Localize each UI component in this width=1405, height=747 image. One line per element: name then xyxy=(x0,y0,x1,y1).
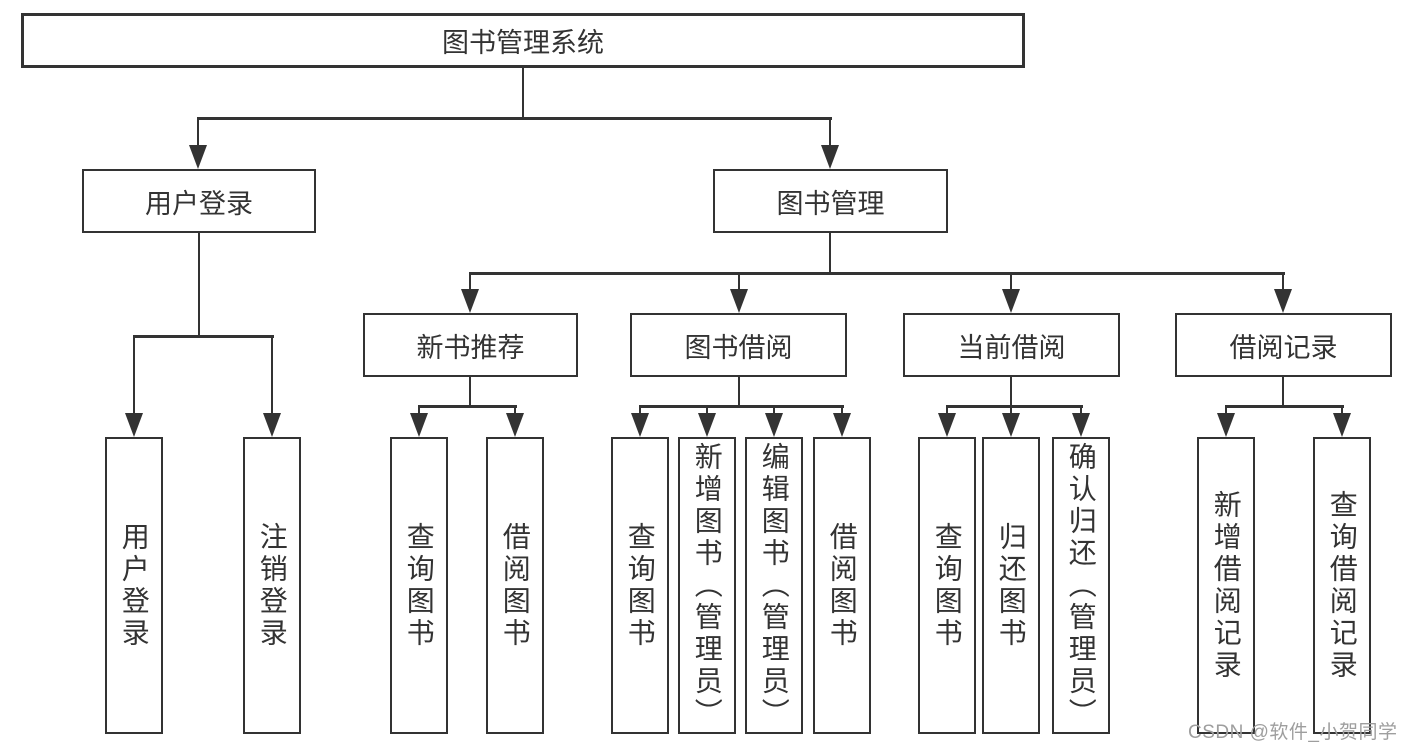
connector-line xyxy=(417,405,421,415)
leaf-label: 查询图书 xyxy=(931,521,963,650)
connector-line xyxy=(737,272,741,290)
arrowhead-down-icon xyxy=(1002,289,1020,313)
connector-line xyxy=(468,272,472,290)
leaf-confirm-return-admin: 确认归还（管理员） xyxy=(1052,437,1110,734)
connector-line xyxy=(828,117,832,146)
node-borrow-records: 借阅记录 xyxy=(1175,313,1392,377)
connector-line xyxy=(1009,375,1013,407)
arrowhead-down-icon xyxy=(1002,413,1020,437)
arrowhead-down-icon xyxy=(461,289,479,313)
connector-line xyxy=(1281,375,1285,407)
leaf-borrow-books-1: 借阅图书 xyxy=(486,437,544,734)
leaf-label: 用户登录 xyxy=(118,521,150,650)
connector-line xyxy=(196,117,832,120)
leaf-label: 借阅图书 xyxy=(826,521,858,650)
connector-line xyxy=(828,231,832,274)
node-label: 图书管理系统 xyxy=(442,28,604,58)
arrowhead-down-icon xyxy=(125,413,143,437)
arrowhead-down-icon xyxy=(698,413,716,437)
leaf-query-books-3: 查询图书 xyxy=(918,437,976,734)
node-label: 新书推荐 xyxy=(416,332,525,363)
leaf-label: 查询图书 xyxy=(624,521,656,650)
connector-line xyxy=(638,405,642,415)
leaf-label: 新增图书（管理员） xyxy=(691,441,723,730)
connector-line xyxy=(840,405,844,415)
node-label: 借阅记录 xyxy=(1229,332,1338,363)
arrowhead-down-icon xyxy=(765,413,783,437)
watermark: CSDN @软件_小贺同学 xyxy=(1188,722,1398,743)
leaf-label: 确认归还（管理员） xyxy=(1065,441,1097,730)
leaf-user-login: 用户登录 xyxy=(105,437,163,734)
node-user-login: 用户登录 xyxy=(82,169,316,233)
arrowhead-down-icon xyxy=(833,413,851,437)
node-current-borrow: 当前借阅 xyxy=(903,313,1120,377)
leaf-label: 归还图书 xyxy=(995,521,1027,650)
leaf-add-books-admin: 新增图书（管理员） xyxy=(678,437,736,734)
leaf-edit-books-admin: 编辑图书（管理员） xyxy=(745,437,803,734)
connector-line xyxy=(521,66,525,119)
connector-line xyxy=(468,272,1285,275)
leaf-return-books: 归还图书 xyxy=(982,437,1040,734)
connector-line xyxy=(1079,405,1083,415)
connector-line xyxy=(468,375,472,407)
connector-line xyxy=(1009,405,1013,415)
connector-line xyxy=(945,405,949,415)
connector-line xyxy=(513,405,517,415)
connector-line xyxy=(196,117,200,146)
connector-line xyxy=(1224,405,1344,408)
leaf-label: 注销登录 xyxy=(256,521,288,650)
connector-line xyxy=(1281,272,1285,290)
node-book-borrow: 图书借阅 xyxy=(630,313,847,377)
node-root: 图书管理系统 xyxy=(21,13,1025,68)
arrowhead-down-icon xyxy=(506,413,524,437)
leaf-label: 查询借阅记录 xyxy=(1326,489,1358,682)
connector-line xyxy=(705,405,709,415)
connector-line xyxy=(737,375,741,407)
leaf-label: 编辑图书（管理员） xyxy=(758,441,790,730)
connector-line xyxy=(132,335,274,338)
arrowhead-down-icon xyxy=(1333,413,1351,437)
node-new-book-recommend: 新书推荐 xyxy=(363,313,578,377)
leaf-label: 新增借阅记录 xyxy=(1210,489,1242,682)
connector-line xyxy=(132,335,136,414)
connector-line xyxy=(417,405,517,408)
node-label: 图书管理 xyxy=(776,188,885,219)
arrowhead-down-icon xyxy=(189,145,207,169)
node-book-management: 图书管理 xyxy=(713,169,948,233)
arrowhead-down-icon xyxy=(821,145,839,169)
node-label: 当前借阅 xyxy=(957,332,1066,363)
leaf-add-borrow-record: 新增借阅记录 xyxy=(1197,437,1255,734)
connector-line xyxy=(772,405,776,415)
node-label: 图书借阅 xyxy=(684,332,793,363)
leaf-query-borrow-record: 查询借阅记录 xyxy=(1313,437,1371,734)
leaf-logout: 注销登录 xyxy=(243,437,301,734)
leaf-query-books-2: 查询图书 xyxy=(611,437,669,734)
connector-line xyxy=(1340,405,1344,415)
connector-line xyxy=(1224,405,1228,415)
connector-line xyxy=(945,405,1083,408)
leaf-label: 查询图书 xyxy=(403,521,435,650)
arrowhead-down-icon xyxy=(1274,289,1292,313)
arrowhead-down-icon xyxy=(938,413,956,437)
leaf-query-books-1: 查询图书 xyxy=(390,437,448,734)
arrowhead-down-icon xyxy=(263,413,281,437)
node-label: 用户登录 xyxy=(145,188,253,219)
connector-line xyxy=(197,231,201,337)
leaf-label: 借阅图书 xyxy=(499,521,531,650)
connector-line xyxy=(638,405,844,408)
arrowhead-down-icon xyxy=(410,413,428,437)
arrowhead-down-icon xyxy=(631,413,649,437)
arrowhead-down-icon xyxy=(1072,413,1090,437)
connector-line xyxy=(1009,272,1013,290)
leaf-borrow-books-2: 借阅图书 xyxy=(813,437,871,734)
arrowhead-down-icon xyxy=(1217,413,1235,437)
connector-line xyxy=(270,335,274,414)
arrowhead-down-icon xyxy=(730,289,748,313)
